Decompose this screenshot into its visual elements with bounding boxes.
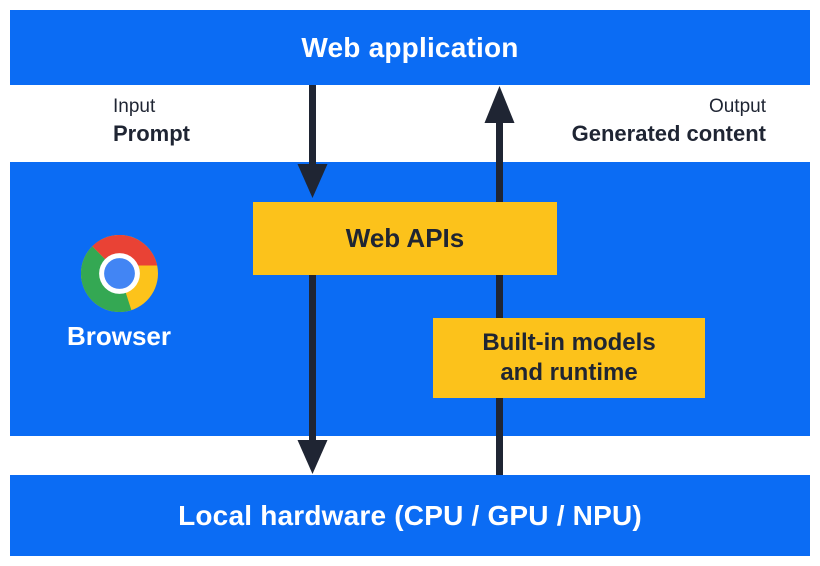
local-hardware-label: Local hardware (CPU / GPU / NPU) [178,499,642,531]
input-annotation: Input Prompt [113,94,190,149]
built-in-models-box: Built-in models and runtime [433,318,705,398]
output-caption: Output [708,96,766,117]
local-hardware-bar: Local hardware (CPU / GPU / NPU) [10,475,810,556]
browser-label: Browser [66,321,172,351]
output-value: Generated content [571,121,766,146]
web-application-bar: Web application [10,10,810,85]
web-application-label: Web application [301,31,519,63]
web-apis-label: Web APIs [345,223,465,253]
input-caption: Input [113,96,156,117]
chrome-logo-icon [80,235,158,312]
web-apis-box: Web APIs [253,202,557,275]
built-in-models-label-line2: and runtime [500,359,638,386]
built-in-models-label-line1: Built-in models [482,329,656,356]
output-annotation: Output Generated content [572,94,766,149]
browser-figure: Browser [44,235,194,352]
input-value: Prompt [113,121,190,146]
